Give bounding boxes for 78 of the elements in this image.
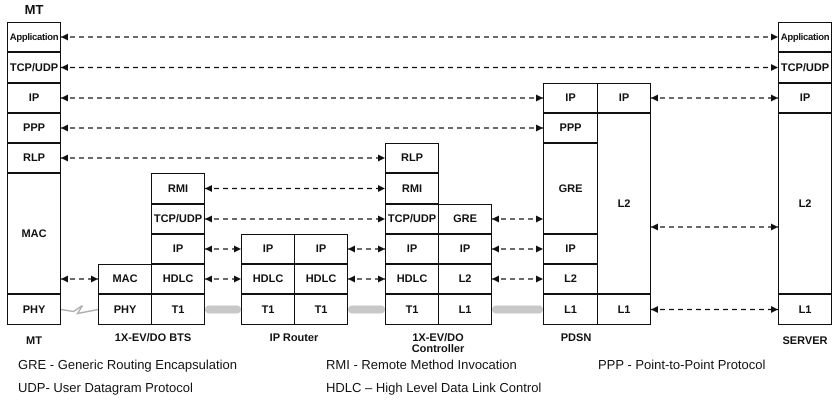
protocol-layer: L1 bbox=[543, 294, 598, 325]
double-arrow bbox=[61, 154, 385, 162]
double-arrow bbox=[61, 276, 98, 282]
protocol-layer: TCP/UDP bbox=[778, 52, 832, 83]
protocol-layer: IP bbox=[543, 83, 598, 113]
stack-label: 1X-EV/DO BTS bbox=[114, 333, 192, 344]
abbreviation-note: PPP - Point-to-Point Protocol bbox=[598, 357, 766, 372]
protocol-layer: L2 bbox=[597, 113, 651, 294]
double-arrow bbox=[205, 216, 385, 222]
protocol-layer: IP bbox=[294, 234, 348, 264]
protocol-layer: RLP bbox=[385, 143, 439, 173]
double-arrow bbox=[61, 64, 778, 71]
protocol-layer: GRE bbox=[438, 204, 492, 234]
protocol-layer: T1 bbox=[385, 294, 439, 325]
double-arrow bbox=[492, 276, 543, 282]
protocol-layer: L1 bbox=[438, 294, 492, 325]
protocol-layer: L1 bbox=[597, 294, 651, 325]
cable-link bbox=[205, 306, 241, 314]
double-arrow bbox=[492, 246, 543, 252]
protocol-layer: L1 bbox=[778, 294, 832, 325]
cable-link bbox=[348, 306, 385, 314]
protocol-layer: PPP bbox=[7, 113, 61, 143]
protocol-layer: PPP bbox=[543, 113, 598, 143]
protocol-layer: TCP/UDP bbox=[7, 52, 61, 83]
stack-label: SERVER bbox=[781, 336, 829, 347]
protocol-layer: Application bbox=[778, 22, 832, 52]
protocol-layer: IP bbox=[385, 234, 439, 264]
abbreviation-note: HDLC – High Level Data Link Control bbox=[326, 380, 542, 395]
protocol-layer: T1 bbox=[151, 294, 205, 325]
protocol-layer: HDLC bbox=[294, 264, 348, 294]
double-arrow bbox=[205, 276, 241, 282]
protocol-layer: RLP bbox=[7, 143, 61, 173]
protocol-layer: IP bbox=[151, 234, 205, 264]
protocol-layer: HDLC bbox=[151, 264, 205, 294]
double-arrow bbox=[651, 306, 778, 313]
stack-label: MT bbox=[24, 4, 44, 15]
protocol-layer: Application bbox=[7, 22, 61, 52]
protocol-layer: T1 bbox=[294, 294, 348, 325]
double-arrow bbox=[205, 185, 385, 192]
protocol-layer: IP bbox=[543, 234, 598, 264]
wireless-link bbox=[60, 304, 98, 315]
double-arrow bbox=[492, 216, 543, 222]
stack-label: 1X-EV/DO Controller bbox=[410, 333, 466, 355]
protocol-layer: MAC bbox=[7, 173, 61, 294]
protocol-layer: TCP/UDP bbox=[151, 204, 205, 234]
double-arrow bbox=[61, 94, 543, 102]
protocol-layer: RMI bbox=[385, 173, 439, 204]
protocol-layer: PHY bbox=[7, 294, 61, 325]
protocol-layer: T1 bbox=[241, 294, 295, 325]
protocol-layer: L2 bbox=[438, 264, 492, 294]
stack-label: PDSN bbox=[560, 333, 592, 344]
protocol-layer: IP bbox=[597, 83, 651, 113]
abbreviation-note: GRE - Generic Routing Encapsulation bbox=[18, 357, 237, 372]
stack-label: IP Router bbox=[268, 333, 320, 344]
double-arrow bbox=[348, 246, 385, 252]
protocol-layer: IP bbox=[7, 83, 61, 113]
abbreviation-note: RMI - Remote Method Invocation bbox=[326, 357, 517, 372]
protocol-layer: RMI bbox=[151, 173, 205, 204]
protocol-layer: TCP/UDP bbox=[385, 204, 439, 234]
abbreviation-note: UDP- User Datagram Protocol bbox=[18, 380, 193, 395]
stack-label: MT bbox=[25, 336, 43, 347]
protocol-layer: L2 bbox=[543, 264, 598, 294]
protocol-layer: HDLC bbox=[241, 264, 295, 294]
protocol-layer: HDLC bbox=[385, 264, 439, 294]
double-arrow bbox=[651, 94, 778, 102]
cable-link bbox=[492, 306, 543, 314]
protocol-layer: IP bbox=[241, 234, 295, 264]
double-arrow bbox=[61, 124, 543, 132]
protocol-layer: GRE bbox=[543, 143, 598, 234]
protocol-layer: MAC bbox=[98, 264, 152, 294]
double-arrow bbox=[205, 246, 241, 252]
double-arrow bbox=[651, 224, 778, 230]
protocol-layer: L2 bbox=[778, 113, 832, 294]
protocol-layer: PHY bbox=[98, 294, 152, 325]
protocol-layer: IP bbox=[438, 234, 492, 264]
double-arrow bbox=[61, 34, 778, 40]
protocol-layer: IP bbox=[778, 83, 832, 113]
double-arrow bbox=[348, 276, 385, 282]
